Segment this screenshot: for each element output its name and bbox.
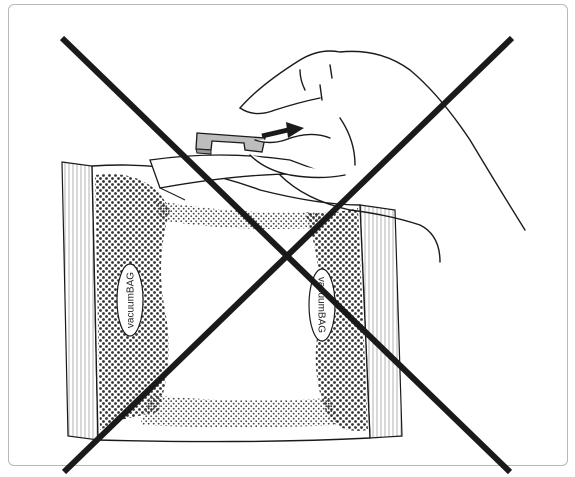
bag-label-left: vacuumBAG [126, 272, 137, 328]
bag-clip [196, 133, 265, 154]
bag-label-left-badge: vacuumBAG [117, 264, 143, 336]
